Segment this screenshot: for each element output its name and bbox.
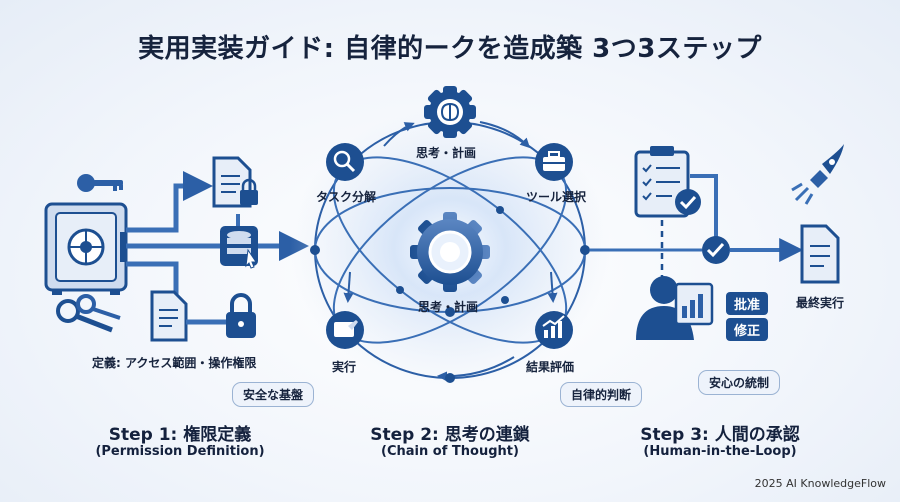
- step2-title: Step 2: 思考の連鎖: [370, 425, 530, 445]
- document-icon: [150, 290, 188, 342]
- vault-icon: [44, 202, 128, 295]
- badge-safe-control: 安心の統制: [698, 370, 781, 395]
- central-gear-icon: [410, 212, 490, 292]
- final-execution-label: 最終実行: [796, 296, 845, 310]
- final-document-icon: [800, 224, 840, 284]
- step1-title: Step 1: 権限定義: [108, 425, 252, 445]
- brain-gear-icon: [424, 86, 476, 138]
- step3-subtitle: (Human-in-the-Loop): [643, 444, 797, 459]
- node-label-tool: ツール選択: [526, 190, 587, 204]
- node-label-evaluate: 結果評価: [526, 360, 575, 374]
- toolbox-icon: [535, 143, 573, 181]
- definition-label: 定義: アクセス範囲・操作権限: [92, 356, 257, 370]
- step2-subtitle: (Chain of Thought): [381, 444, 519, 459]
- step3-illustration: [634, 144, 844, 340]
- step3-title: Step 3: 人間の承認: [640, 425, 800, 445]
- step1-illustration: [44, 156, 309, 342]
- approval-check-icon: [702, 236, 730, 264]
- approve-tag: 批准: [726, 292, 769, 315]
- secure-document-icon: [212, 156, 258, 208]
- keys-icon: [56, 294, 121, 333]
- clipboard-checklist-icon: [634, 146, 701, 218]
- node-label-think-top: 思考・計画: [416, 146, 477, 160]
- node-label-task: タスク分解: [316, 190, 377, 204]
- badge-secure-foundation: 安全な基盤: [232, 382, 315, 407]
- footer-credit: 2025 AI KnowledgeFlow: [754, 477, 886, 490]
- badge-autonomous-judgment: 自律的判断: [560, 382, 643, 407]
- page-title: 実用実装ガイド: 自律的ークを造成築 3つ3ステップ: [138, 34, 762, 64]
- padlock-icon: [226, 293, 256, 338]
- reviewer-person-icon: [636, 276, 714, 340]
- step2-illustration: [290, 86, 702, 388]
- evaluation-chart-icon: [535, 311, 573, 349]
- modify-tag: 修正: [726, 318, 769, 341]
- rocket-icon: [791, 144, 844, 205]
- database-icon: [220, 226, 258, 269]
- task-decomposition-icon: [326, 143, 364, 181]
- execute-icon: [326, 311, 364, 349]
- key-icon: [77, 174, 123, 192]
- node-label-execute: 実行: [332, 360, 357, 374]
- step1-subtitle: (Permission Definition): [95, 444, 265, 459]
- node-label-think-center: 思考・計画: [418, 300, 479, 314]
